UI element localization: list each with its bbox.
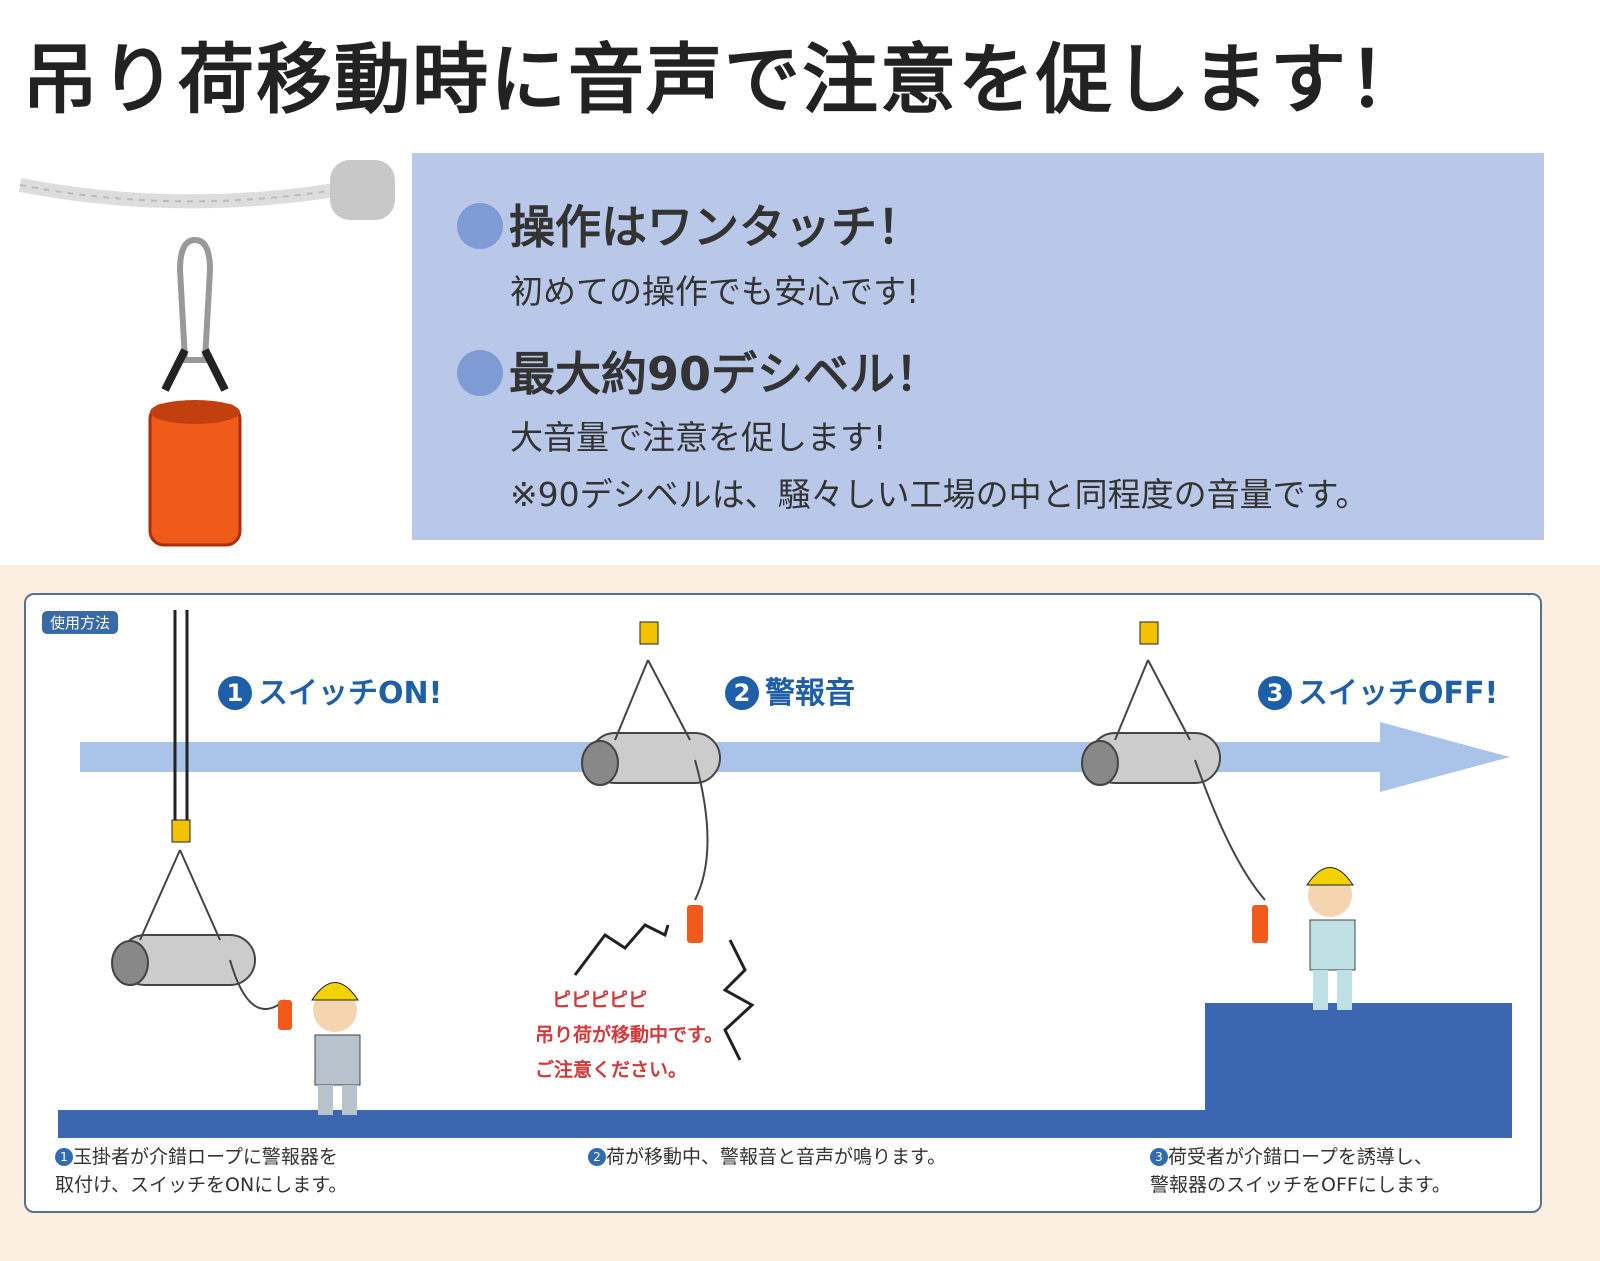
hook-blocks: [171, 621, 1159, 843]
pipe-2: [581, 732, 721, 786]
caption-number-icon: 3: [1150, 1148, 1168, 1166]
pipe-3: [1081, 732, 1221, 786]
alarm-devices: [278, 905, 1268, 1030]
step-text: スイッチOFF!: [1298, 676, 1499, 711]
alarm-sound-text: ピピピピピ: [552, 989, 648, 1011]
worker-2: [1306, 867, 1356, 1010]
bullet-icon: [457, 350, 503, 396]
bullet-icon: [457, 203, 503, 249]
usage-tag: 使用方法: [42, 611, 119, 634]
step-number-icon: 3: [1258, 676, 1292, 710]
step-number-icon: 1: [218, 676, 252, 710]
alarm-voice-text: 吊り荷が移動中です。: [535, 1024, 724, 1046]
feature-heading-2: 最大約90デシベル！: [457, 338, 941, 404]
pipe-1: [111, 934, 256, 986]
step-number-icon: 2: [725, 676, 759, 710]
page-title: 吊り荷移動時に音声で注意を促します！: [22, 35, 1426, 124]
crane-lines: [173, 610, 189, 820]
sound-lines: [722, 939, 755, 1061]
caption-text: 荷受者が介錯ロープを誘導し、 警報器のスイッチをOFFにします。: [1150, 1146, 1451, 1196]
feature-heading-1: 操作はワンタッチ！: [457, 191, 923, 257]
worker-1: [311, 982, 361, 1115]
caption-text: 玉掛者が介錯ロープに警報器を 取付け、スイッチをONにします。: [55, 1146, 348, 1196]
sound-lines: [573, 923, 670, 976]
slings: [139, 659, 1266, 1010]
feature-heading-text: 操作はワンタッチ！: [509, 200, 923, 254]
feature-heading-text: 最大約90デシベル！: [509, 347, 942, 401]
caption-number-icon: 1: [55, 1148, 73, 1166]
feature-box: 操作はワンタッチ！ 初めての操作でも安心です! 最大約90デシベル！ 大音量で注…: [412, 153, 1544, 540]
platform: [1205, 1003, 1512, 1138]
feature-note: ※90デシベルは、騒々しい工場の中と同程度の音量です。: [510, 475, 1369, 514]
feature-text: 大音量で注意を促します!: [510, 418, 887, 457]
feature-text: 初めての操作でも安心です!: [510, 272, 920, 311]
alarm-voice-text: ご注意ください。: [535, 1059, 688, 1081]
caption-number-icon: 2: [588, 1148, 606, 1166]
step-text: 警報音: [765, 676, 855, 711]
flow-arrow: [80, 722, 1510, 792]
step-text: スイッチON!: [258, 676, 443, 711]
caption-text: 荷が移動中、警報音と音声が鳴ります。: [606, 1146, 947, 1168]
product-photo: [18, 160, 395, 547]
